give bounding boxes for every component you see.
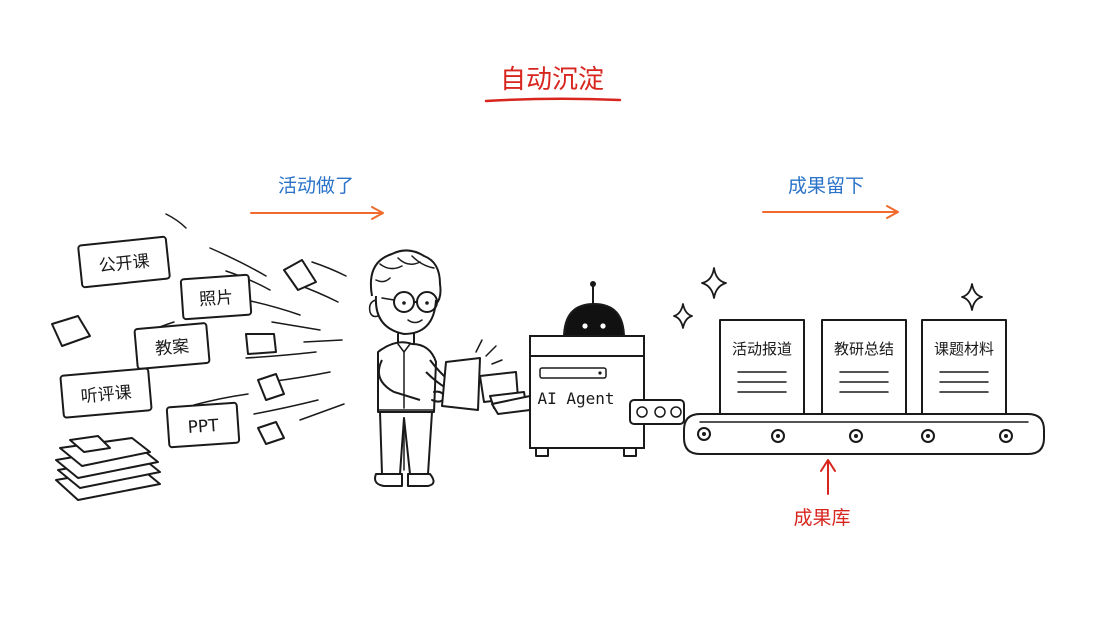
svg-text:照片: 照片 [198,288,233,310]
svg-text:活动报道: 活动报道 [732,340,792,358]
conveyor-belt [683,413,1045,455]
svg-text:PPT: PPT [187,416,220,438]
paper-stack [55,435,161,501]
ai-agent-machine: AI Agent [491,281,685,457]
destination-arrow [820,459,836,495]
flow-label-left: 活动做了 [278,175,354,197]
flow-arrow-left [250,206,384,220]
input-chip-4: PPT [165,401,241,449]
title-underline [484,97,622,103]
output-doc-0: 活动报道 [719,319,805,415]
flow-label-right: 成果留下 [788,175,864,197]
svg-text:教案: 教案 [154,337,190,360]
flow-arrow-right [762,205,899,219]
output-doc-2: 课题材料 [921,319,1007,415]
motion-lines [151,213,347,421]
sparkle-icon [673,267,983,329]
output-doc-1: 教研总结 [821,319,907,415]
conveyor-rollers [697,427,1013,443]
destination-label: 成果库 [793,507,850,529]
input-chip-2: 教案 [133,322,211,370]
page-title: 自动沉淀 [500,65,604,95]
paper-scraps [51,259,317,445]
input-chip-3: 听评课 [59,367,153,419]
teacher-figure [368,249,527,487]
machine-label: AI Agent [537,389,614,408]
input-chip-1: 照片 [179,273,253,321]
svg-text:听评课: 听评课 [80,383,133,407]
input-chip-0: 公开课 [77,235,171,289]
svg-text:课题材料: 课题材料 [934,340,994,358]
svg-text:教研总结: 教研总结 [834,340,894,358]
